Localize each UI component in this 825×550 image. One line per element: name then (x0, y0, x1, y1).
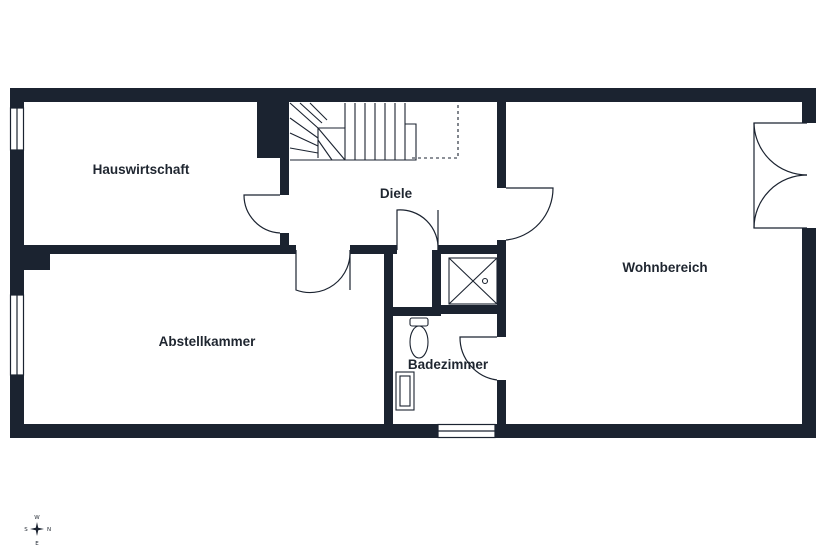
door-closet (396, 209, 439, 251)
wall-diele-bath (438, 245, 504, 254)
compass-south: S (24, 527, 28, 533)
wall-diele-bottom (350, 245, 397, 254)
wall-bath-living-upper (497, 240, 506, 337)
wall-shower-bottom (441, 305, 498, 314)
compass-rose: W E S N (24, 515, 51, 547)
room-label-abstellkammer: Abstellkammer (159, 334, 257, 349)
room-label-hauswirtschaft: Hauswirtschaft (93, 162, 190, 177)
wall-utility-diele-lower (280, 233, 289, 253)
wall-utility-diele-upper (280, 100, 289, 195)
outer-wall-right-b (802, 228, 816, 438)
door-storage (295, 249, 351, 294)
toilet-tank (409, 317, 429, 327)
toilet-bowl (409, 325, 429, 359)
wall-closet-right (432, 250, 441, 314)
shower (448, 257, 498, 305)
wall-diele-living-upper (497, 100, 506, 188)
wall-storage-bath (384, 250, 393, 430)
staircase (289, 102, 459, 161)
windows (9, 107, 496, 439)
walls (10, 88, 816, 438)
outer-wall-bottom-right (495, 424, 816, 438)
compass-north: N (47, 527, 51, 533)
wall-utility-storage (24, 245, 296, 254)
room-labels: Hauswirtschaft Diele Abstellkammer Badez… (93, 162, 708, 372)
room-label-badezimmer: Badezimmer (408, 357, 489, 372)
fixtures (395, 257, 498, 411)
sink (395, 371, 415, 411)
door-utility (243, 194, 281, 234)
door-living (505, 187, 554, 241)
shower-drain (481, 277, 489, 285)
outer-wall-left-c (10, 375, 24, 438)
wall-closet-bottom (393, 307, 441, 316)
room-label-diele: Diele (380, 186, 413, 201)
door-terrace-upper (753, 122, 808, 176)
outer-wall-right-a (802, 88, 816, 123)
room-label-wohnbereich: Wohnbereich (622, 260, 707, 275)
outer-wall-bottom-left (10, 424, 438, 438)
door-bath (459, 336, 498, 381)
door-terrace-lower (753, 174, 808, 229)
outer-wall-left-a (10, 88, 24, 108)
compass-west: W (34, 515, 40, 521)
wall-notch (24, 254, 50, 270)
doors (243, 122, 808, 381)
compass-needle-horizontal (30, 527, 44, 531)
wall-column (257, 100, 283, 158)
outer-wall-top (10, 88, 816, 102)
outer-wall-left-b (10, 150, 24, 295)
wall-bath-living-lower (497, 380, 506, 430)
compass-east: E (35, 541, 39, 547)
